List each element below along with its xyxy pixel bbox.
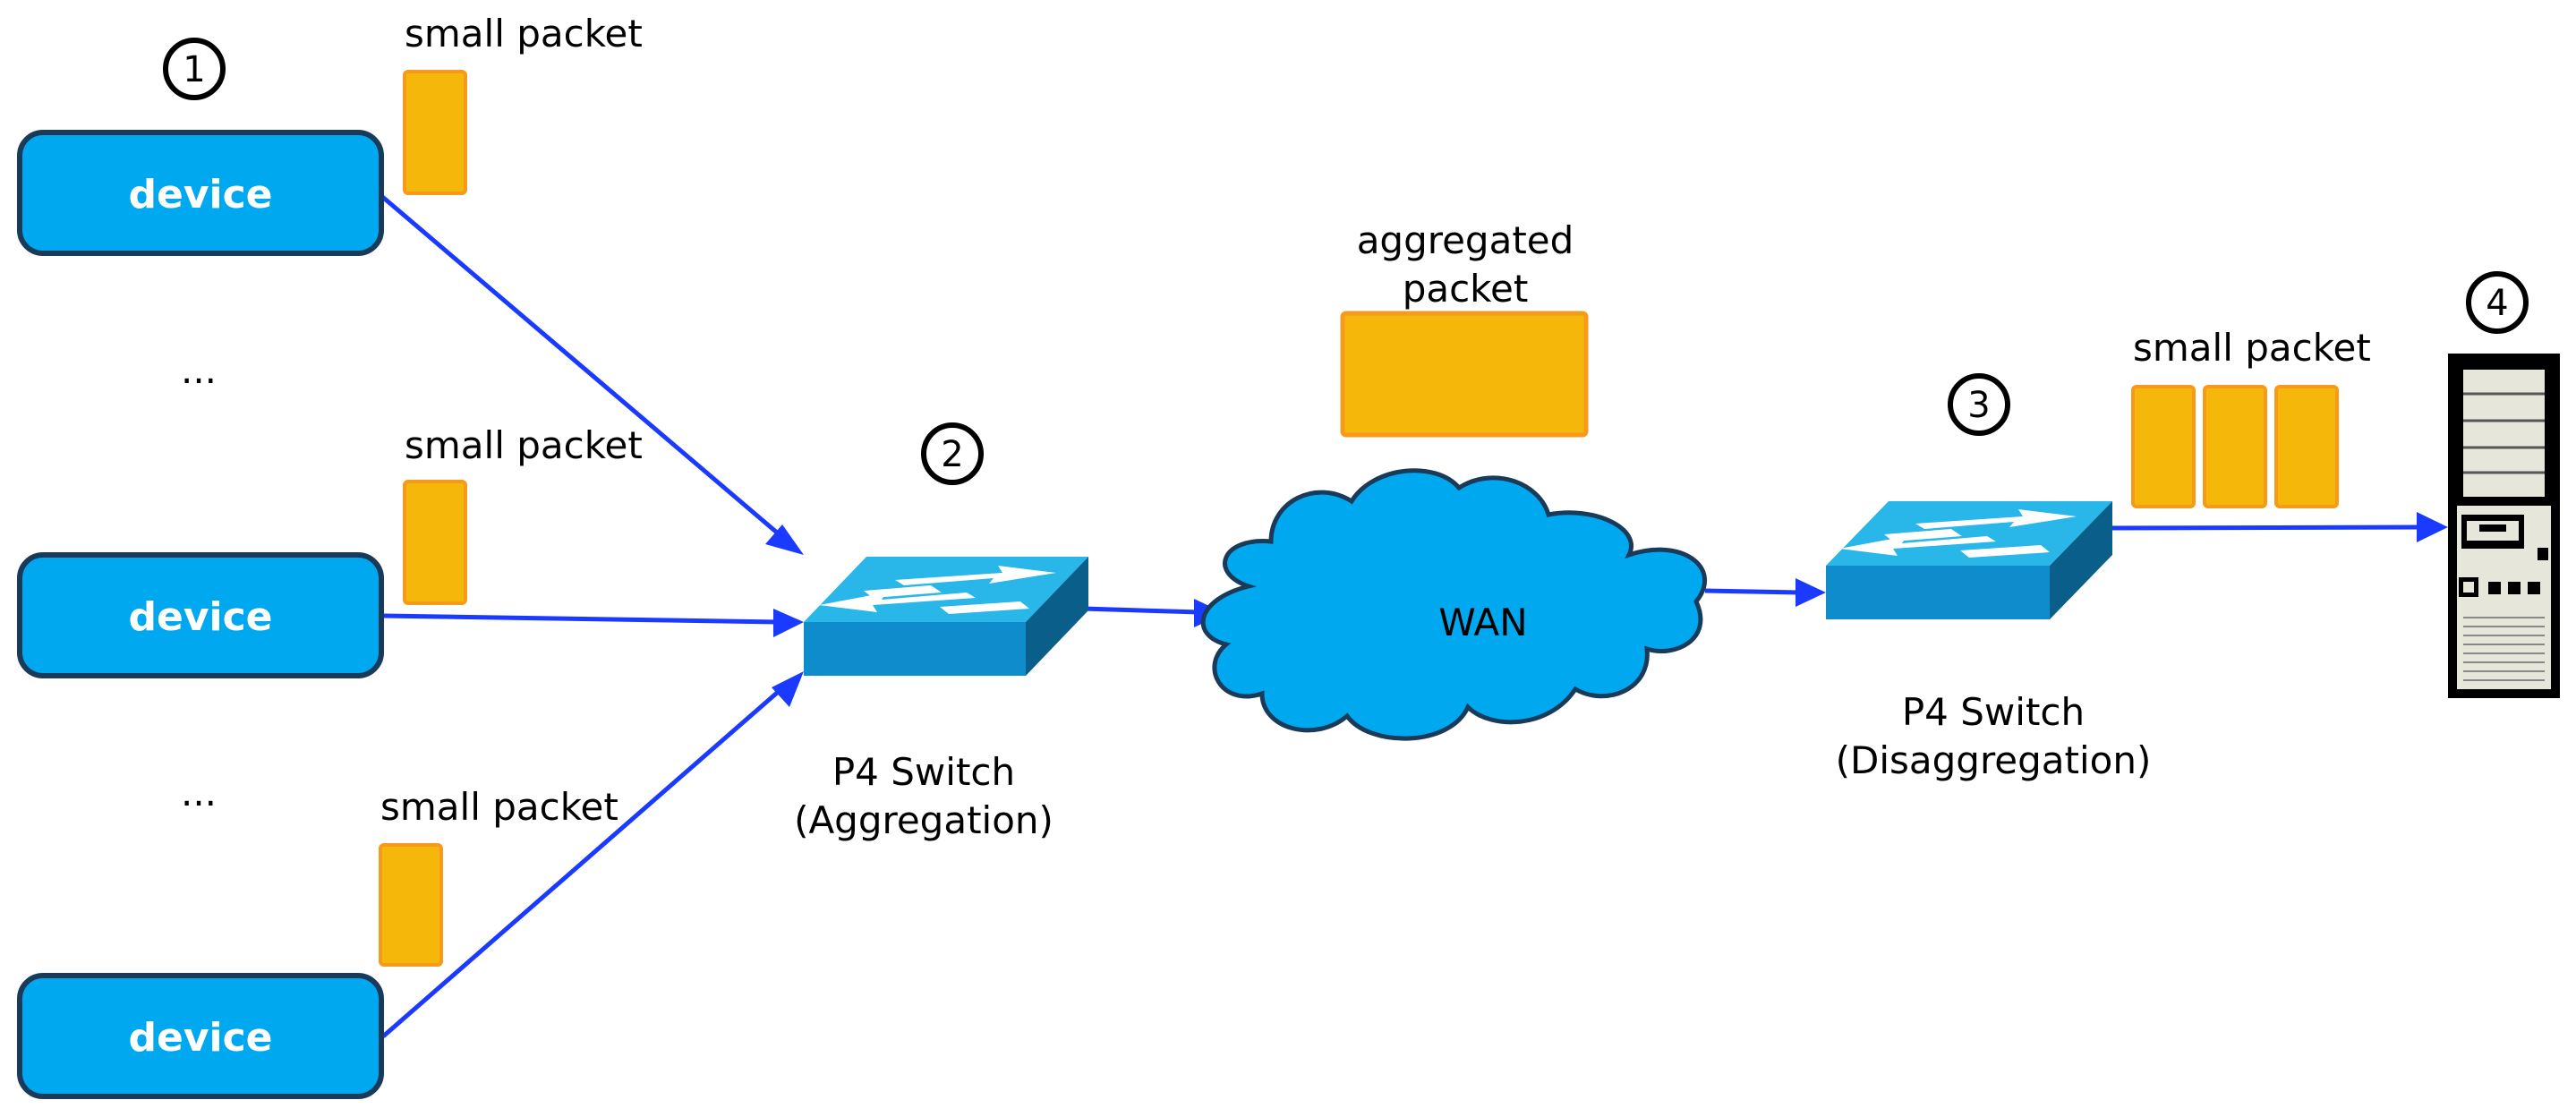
aggregated-packet-label-line1: aggregated (1357, 218, 1574, 262)
step-number-4: 4 (2466, 271, 2529, 334)
aggregated-packet-label-line2: packet (1403, 267, 1529, 311)
small-packet-label: small packet (405, 12, 643, 55)
arrowhead-6 (2417, 512, 2448, 542)
switch-icon (1826, 501, 2112, 619)
step-number-3: 3 (1948, 373, 2010, 436)
small-packet (2274, 385, 2339, 508)
small-packet (2203, 385, 2267, 508)
ellipsis: ... (181, 771, 217, 814)
device-label: device (128, 594, 272, 640)
svg-text:3: 3 (1967, 385, 1990, 426)
switch-icon (804, 557, 1088, 676)
arrow-switch-to-wan (1082, 606, 1200, 615)
small-packet (403, 480, 467, 605)
arrow-device3-to-switch (381, 686, 785, 1038)
device-box-2: device (17, 552, 384, 678)
svg-text:4: 4 (2486, 283, 2508, 324)
small-packet-label: small packet (2133, 326, 2371, 370)
server-icon (2448, 354, 2560, 698)
switch-aggregation-line2: (Aggregation) (794, 798, 1053, 842)
switch-disaggregation-line1: P4 Switch (1902, 690, 2085, 734)
arrows (379, 193, 2448, 1038)
arrow-device2-to-switch (382, 613, 780, 625)
arrowhead-1 (765, 524, 804, 555)
step-number-1: 1 (163, 38, 226, 100)
arrowhead-2 (773, 609, 804, 637)
small-packet-label: small packet (380, 785, 618, 829)
arrow-device1-to-switch (379, 193, 797, 550)
device-label: device (128, 1015, 272, 1061)
arrowhead-5 (1796, 578, 1826, 607)
small-packet (403, 70, 467, 195)
wan-label: WAN (1438, 601, 1527, 644)
svg-text:1: 1 (183, 49, 205, 90)
svg-text:2: 2 (941, 434, 963, 475)
device-box-3: device (17, 973, 384, 1099)
arrowhead-3 (772, 671, 804, 707)
ellipsis: ... (181, 348, 217, 392)
aggregated-packet (1340, 311, 1589, 438)
small-packet-label: small packet (405, 423, 643, 467)
small-packet (379, 843, 443, 967)
device-label: device (128, 172, 272, 217)
switch-disaggregation-line2: (Disaggregation) (1836, 738, 2152, 782)
switch-aggregation-line1: P4 Switch (832, 750, 1015, 794)
arrow-switch-to-server (2107, 524, 2422, 531)
device-box-1: device (17, 130, 384, 256)
arrow-wan-to-switch (1704, 588, 1800, 595)
cloud-icon: WAN (1200, 468, 1708, 741)
step-number-2: 2 (921, 422, 984, 485)
small-packet (2131, 385, 2196, 508)
